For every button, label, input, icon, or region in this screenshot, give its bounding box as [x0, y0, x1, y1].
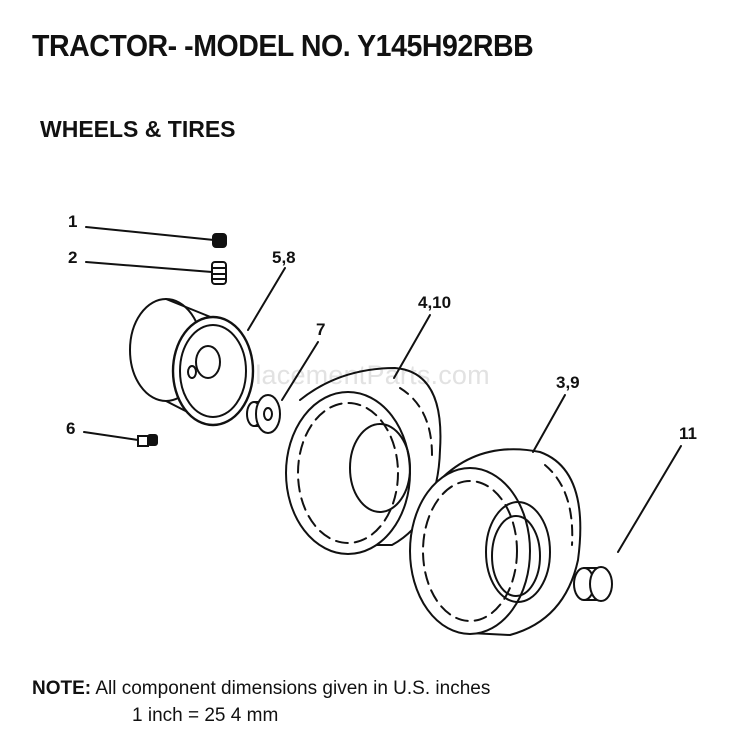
callout-6: 6 — [66, 419, 76, 438]
hub-cap-part — [573, 566, 613, 602]
leader-line-3-9 — [532, 394, 566, 453]
leader-line-11 — [617, 445, 682, 553]
callout-5-8: 5,8 — [272, 248, 296, 267]
note-label: NOTE: — [32, 678, 92, 699]
note-line-1: NOTE: All component dimensions given in … — [32, 678, 490, 700]
page-title: TRACTOR- -MODEL NO. Y145H92RBB — [32, 28, 534, 63]
valve-stem-part — [211, 261, 227, 285]
leader-line-7 — [281, 341, 319, 401]
callout-7: 7 — [316, 320, 326, 339]
callout-1: 1 — [68, 212, 78, 231]
leader-line-4-10 — [393, 314, 431, 379]
valve-cap-part — [212, 233, 227, 248]
bushing-part — [246, 394, 281, 434]
callout-2: 2 — [68, 248, 78, 267]
wheel-rim-part — [129, 298, 255, 427]
leader-line-5-8 — [247, 267, 286, 331]
note-text: All component dimensions given in U.S. i… — [95, 678, 491, 699]
leader-line-1 — [85, 226, 215, 241]
leader-line-6 — [83, 431, 139, 441]
note-line-2: 1 inch = 25 4 mm — [132, 705, 279, 726]
section-subtitle: WHEELS & TIRES — [40, 116, 236, 142]
rear-tire-part — [409, 448, 582, 637]
leader-line-2 — [85, 261, 213, 273]
bolt-part — [137, 434, 158, 447]
callout-4-10: 4,10 — [418, 293, 452, 312]
callout-3-9: 3,9 — [556, 373, 580, 392]
callout-11: 11 — [679, 424, 697, 443]
